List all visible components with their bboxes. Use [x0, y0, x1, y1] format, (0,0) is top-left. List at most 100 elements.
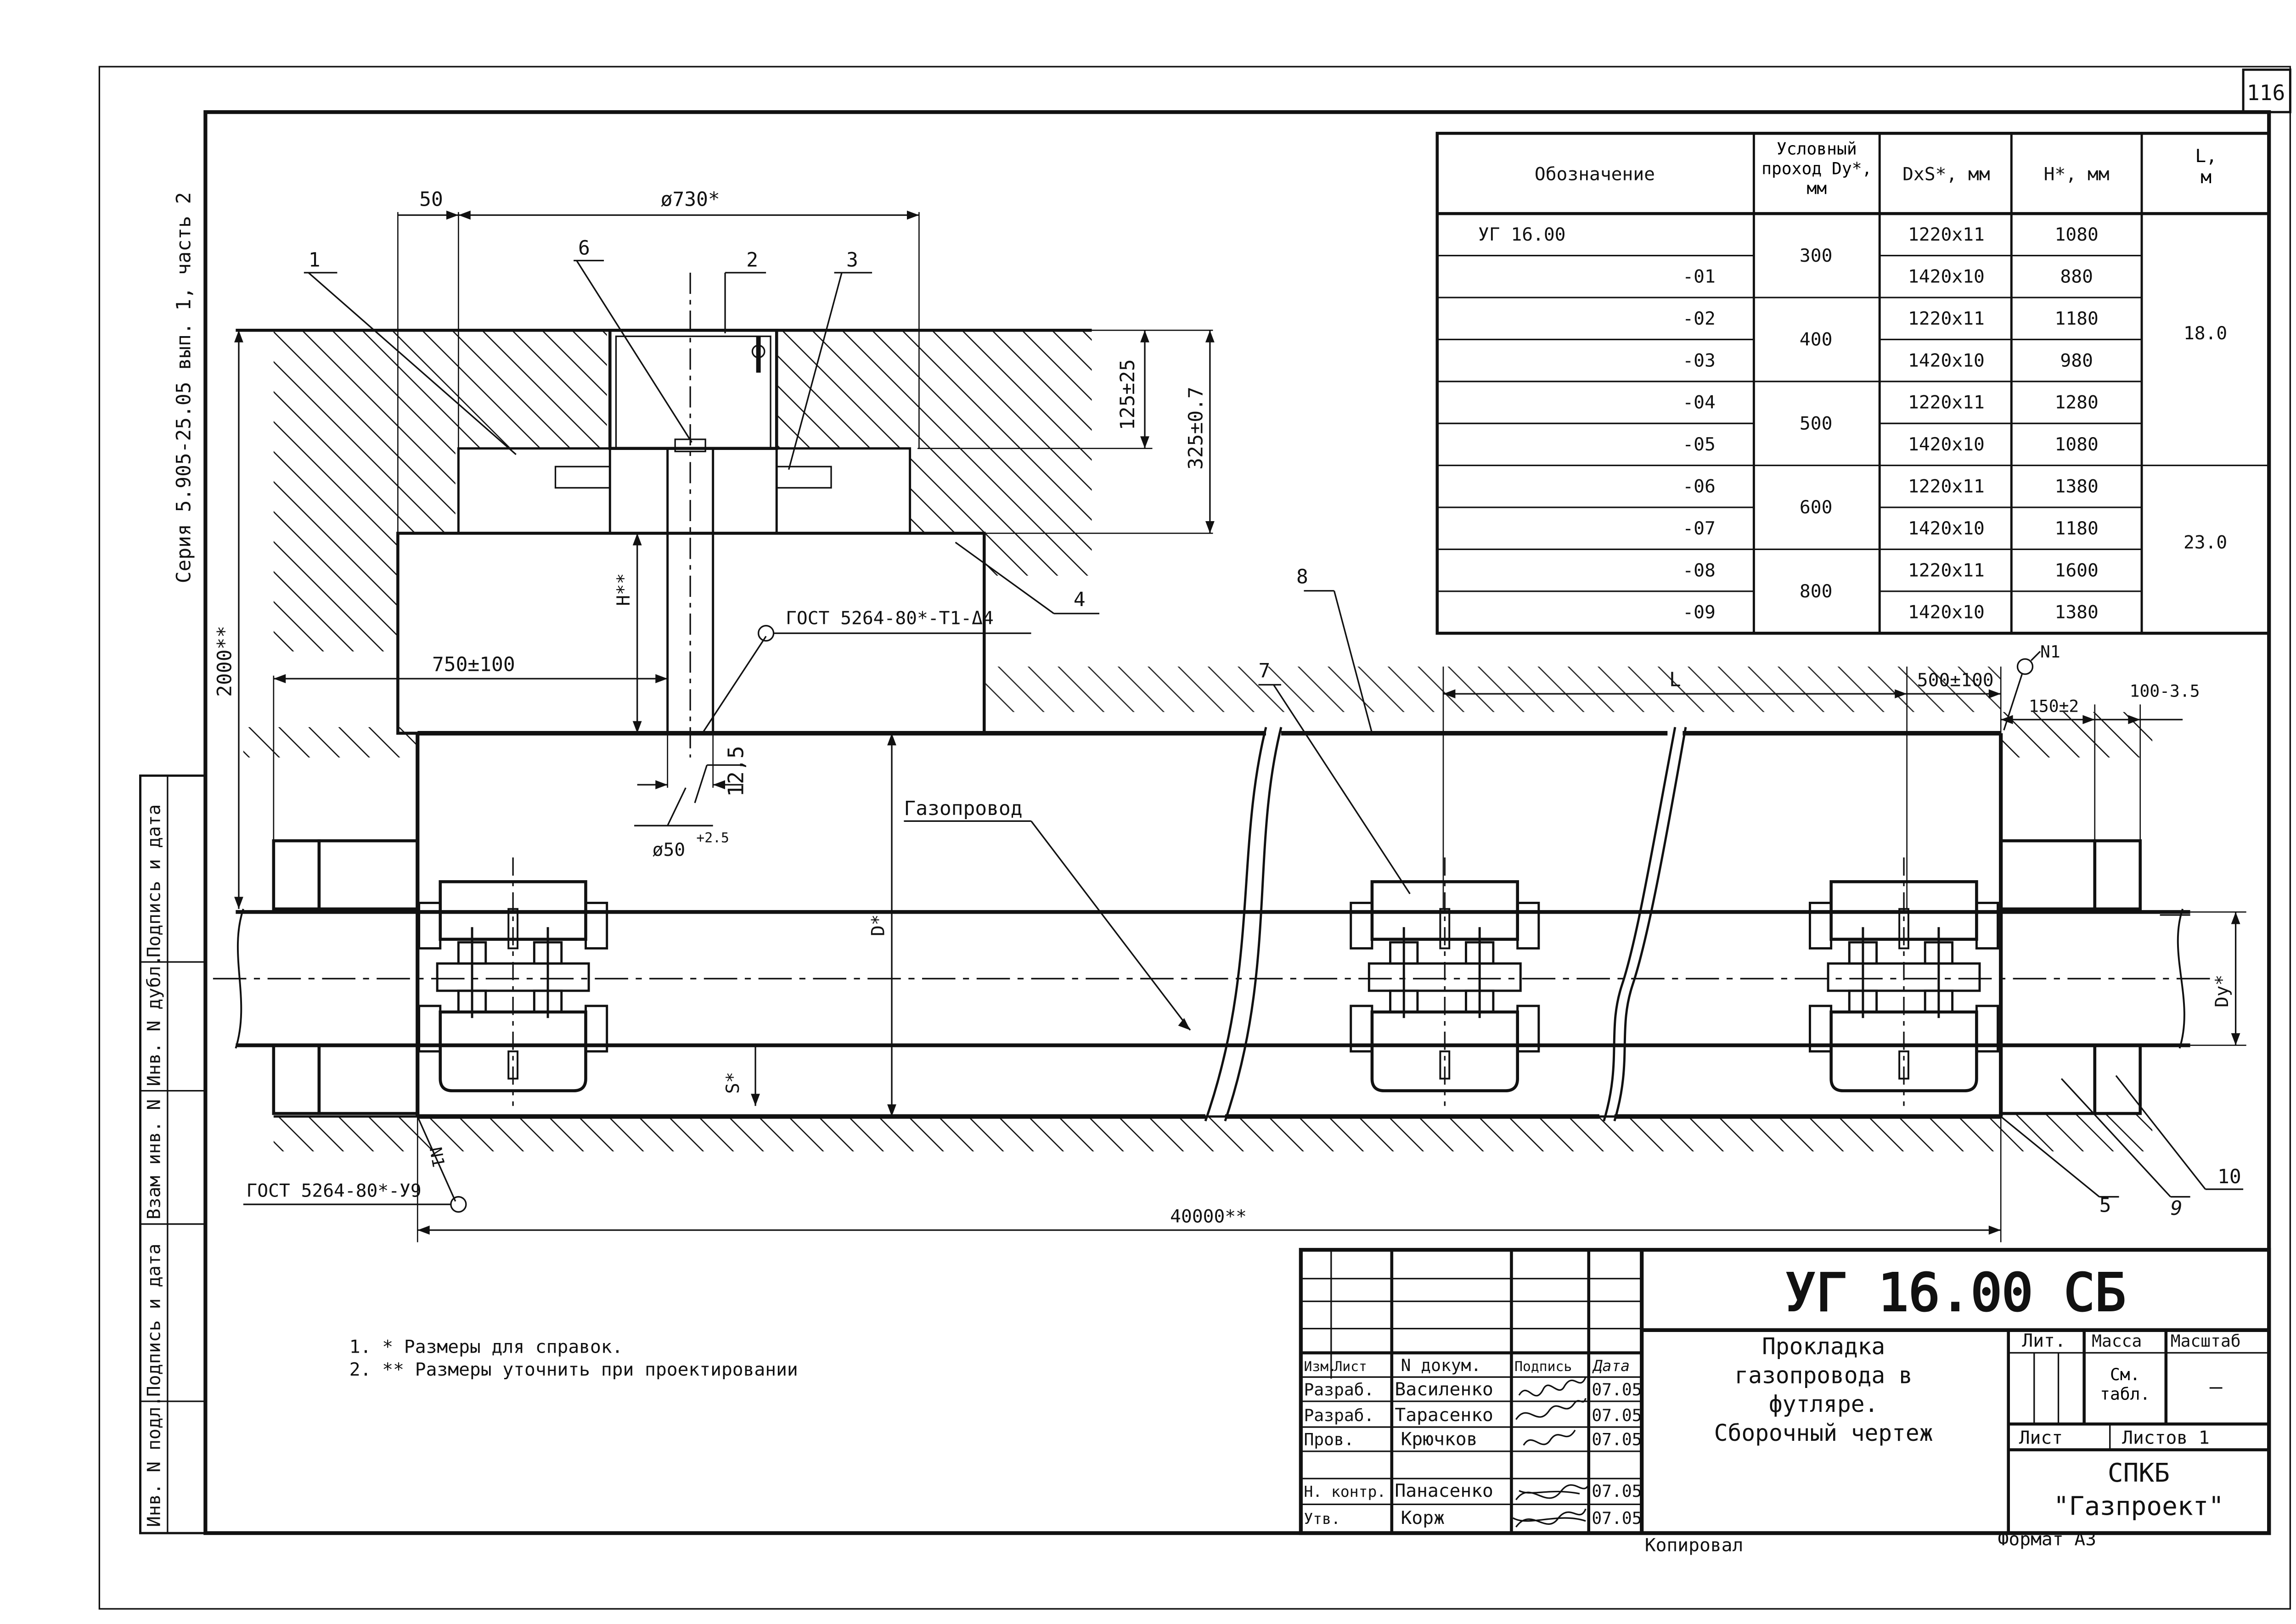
earth-hatching	[236, 328, 2153, 1152]
role-5: Утв.	[1304, 1510, 1340, 1528]
mass-label: Масса	[2092, 1331, 2142, 1351]
spec-row-l: 23.0	[2183, 532, 2227, 553]
stamp-vzam-inv: Взам инв. N	[143, 1099, 164, 1219]
th-dxs: DxS*, мм	[1902, 164, 1990, 185]
spec-row-designation: -01	[1683, 266, 1715, 287]
n1b-label: N1	[426, 1146, 449, 1169]
name-5: Корж	[1401, 1507, 1445, 1528]
dim-12-5: 12,5	[724, 746, 748, 797]
spec-row-designation: -02	[1683, 308, 1715, 329]
spec-row-dn: 500	[1800, 413, 1832, 434]
role-1: Разраб.	[1304, 1380, 1374, 1399]
sheet-number: 116	[2247, 80, 2285, 105]
spec-row-dxs: 1420x10	[1908, 518, 1985, 539]
dim-100: 100-3.5	[2130, 681, 2200, 701]
dim-l: L	[1669, 669, 1681, 691]
dim-50b: ø50	[653, 839, 685, 860]
drawing-code: УГ 16.00 СБ	[1785, 1263, 2126, 1323]
spec-row-dn: 800	[1800, 581, 1832, 602]
end-seals	[272, 839, 2142, 1115]
dim-500: 500±100	[1917, 670, 1994, 691]
spec-row-designation: -05	[1683, 434, 1715, 455]
spec-row-dxs: 1220x11	[1908, 392, 1985, 413]
scale-label: Масштаб	[2171, 1331, 2241, 1351]
spec-row-dn: 600	[1800, 497, 1832, 518]
spec-row-designation: -04	[1683, 392, 1715, 413]
dim-125: 125±25	[1116, 359, 1139, 430]
role-4: Н. контр.	[1304, 1483, 1386, 1500]
title-line-1: Прокладка	[1762, 1333, 1885, 1360]
dim-h: H**	[613, 573, 634, 606]
spec-row-h: 1380	[2055, 476, 2099, 497]
name-4: Панасенко	[1395, 1480, 1493, 1501]
note-1: 1. * Размеры для справок.	[349, 1336, 623, 1357]
dim-325: 325±0.7	[1184, 387, 1207, 470]
th-h: H*, мм	[2044, 164, 2110, 185]
org-line-2: "Газпроект"	[2054, 1491, 2224, 1521]
callout-5: 5	[2099, 1194, 2111, 1217]
callout-2: 2	[746, 249, 758, 272]
scale-value: —	[2210, 1374, 2223, 1399]
spec-row-dxs: 1220x11	[1908, 560, 1985, 581]
spec-row-designation: -08	[1683, 560, 1715, 581]
th-l: L, м	[2195, 145, 2217, 188]
format-label: Формат А3	[1998, 1528, 2096, 1550]
spec-row-h: 1080	[2055, 434, 2099, 455]
title-block: УГ 16.00 СБ Прокладка газопровода в футл…	[1299, 1248, 2271, 1535]
callout-9: 9	[2171, 1197, 2183, 1220]
spec-row-designation: -09	[1683, 602, 1715, 623]
col-list: Лист	[1334, 1359, 1367, 1375]
callout-4: 4	[1074, 588, 1086, 611]
name-1: Василенко	[1395, 1379, 1493, 1400]
sheets-label: Листов 1	[2122, 1427, 2210, 1448]
spec-row-dxs: 1220x11	[1908, 308, 1985, 329]
spec-row-h: 1600	[2055, 560, 2099, 581]
th-designation: Обозначение	[1535, 164, 1655, 185]
callout-1: 1	[309, 249, 321, 272]
title-line-3: футляре.	[1769, 1391, 1878, 1417]
spec-row-h: 1280	[2055, 392, 2099, 413]
date-5: 07.05	[1592, 1508, 1642, 1528]
spec-table: Обозначение Условный проход Dу*, мм DxS*…	[1435, 132, 2271, 635]
mass-value: См. табл.	[2100, 1365, 2150, 1405]
spec-row-designation: -03	[1683, 350, 1715, 371]
title-line-2: газопровода в	[1735, 1362, 1913, 1388]
org-line-1: СПКБ	[2108, 1458, 2170, 1488]
gas-pipeline	[213, 909, 2213, 1049]
callout-3: 3	[846, 249, 858, 272]
n1-label: N1	[2040, 642, 2060, 662]
spec-row-designation: -06	[1683, 476, 1715, 497]
date-2: 07.05	[1592, 1405, 1642, 1425]
dim-40000: 40000**	[1170, 1206, 1247, 1227]
casing-pipe	[416, 727, 2003, 1122]
role-2: Разраб.	[1304, 1405, 1374, 1425]
dim-d: D*	[868, 914, 889, 936]
stamp-inv-dubl: Инв. N дубл.	[143, 955, 164, 1086]
spec-row-h: 1380	[2055, 602, 2099, 623]
stamp-sign-date-1: Подпись и дата	[143, 1243, 164, 1397]
spec-row-h: 1180	[2055, 308, 2099, 329]
spec-row-dn: 400	[1800, 329, 1832, 350]
pipe-annotations: Газопровод D* S* L 500±100 N1 150±2	[243, 565, 2246, 1242]
spec-row-l: 18.0	[2183, 323, 2227, 344]
dim-dy: Dу*	[2212, 975, 2233, 1007]
spec-row-designation: УГ 16.00	[1478, 224, 1566, 245]
col-date: Дата	[1592, 1357, 1630, 1375]
dim-50b-sup: +2.5	[696, 830, 729, 846]
dim-150: 150±2	[2029, 697, 2079, 716]
col-izm: Изм.	[1304, 1359, 1337, 1375]
dim-2000: 2000**	[213, 626, 236, 697]
callout-6: 6	[578, 236, 590, 259]
dim-750: 750±100	[432, 653, 515, 676]
margin-stamp: Инв. N подл. Подпись и дата Взам инв. N …	[139, 774, 207, 1534]
name-2: Тарасенко	[1395, 1405, 1493, 1426]
lit-label: Лит.	[2022, 1330, 2065, 1351]
callout-7: 7	[1258, 659, 1270, 682]
spec-row-h: 880	[2060, 266, 2093, 287]
copied-label: Копировал	[1645, 1535, 1743, 1556]
pipeline-label: Газопровод	[904, 797, 1022, 820]
col-ndoc: N докум.	[1401, 1355, 1481, 1375]
dim-50: 50	[419, 188, 443, 211]
